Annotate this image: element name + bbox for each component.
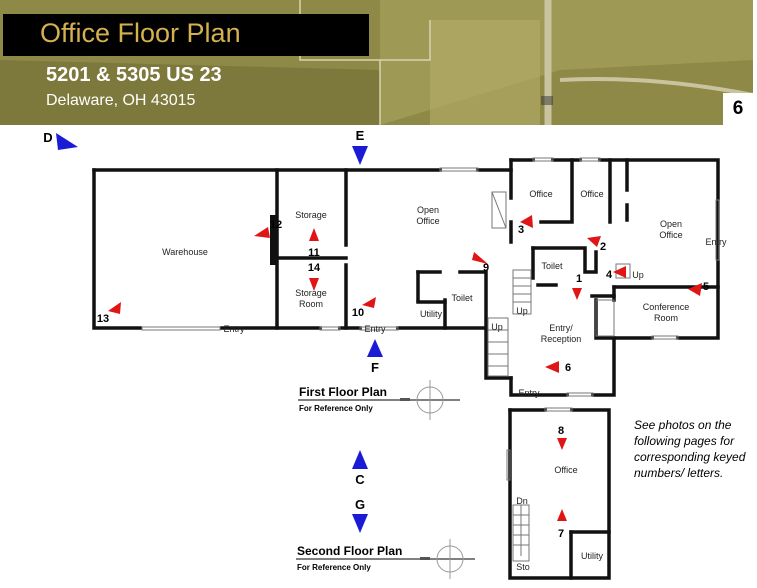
view-arrow-e [352,146,368,165]
photo-arrow-10 [362,297,376,308]
title-bar [3,14,369,56]
view-marker-e: E [356,128,365,143]
photo-arrow-4 [613,266,626,278]
room-office-a: Office [529,189,552,199]
photo-markers: 1 2 3 4 5 6 7 8 9 10 11 12 13 14 [97,215,709,540]
header-aerial-banner: Office Floor Plan 5201 & 5305 US 23 Dela… [0,0,753,125]
view-marker-c: C [355,472,365,487]
entry-label-open-office: Entry [364,324,386,334]
photo-arrow-13 [108,302,121,314]
page-title: Office Floor Plan [40,18,241,48]
stair-label-up-center: Up [516,306,528,316]
view-arrow-g [352,514,368,533]
photo-reference-note: See photos on the following pages for co… [634,418,746,480]
photo-marker-12: 12 [270,219,282,231]
photo-arrow-8 [557,438,567,450]
room-office-b: Office [580,189,603,199]
room-utility: Utility [420,309,442,319]
photo-marker-13: 13 [97,313,109,325]
view-marker-d: D [43,130,52,145]
first-floor-title: First Floor Plan [299,385,387,399]
room-entry-reception: Entry/Reception [541,323,582,344]
photo-marker-8: 8 [558,425,564,437]
second-floor-legend: Second Floor Plan For Reference Only [296,539,475,579]
photo-marker-7: 7 [558,528,564,540]
room-storage: Storage [295,210,327,220]
room-warehouse: Warehouse [162,247,208,257]
room-second-office: Office [554,465,577,475]
first-floor-legend: First Floor Plan For Reference Only [298,380,460,420]
photo-marker-10: 10 [352,307,364,319]
photo-arrow-5 [688,283,702,296]
view-markers: D E F C G [43,128,383,533]
room-second-storage: Sto [516,562,530,572]
property-city: Delaware, OH 43015 [46,92,196,109]
photo-arrow-3 [520,215,533,228]
stair-label-down: Dn [516,496,528,506]
stair-label-up-east: Up [632,270,644,280]
photo-marker-4: 4 [606,269,613,281]
view-arrow-c [352,450,368,469]
second-floor-details [506,407,573,562]
first-floor-details [141,157,720,397]
photo-marker-9: 9 [483,262,489,274]
photo-arrow-14 [309,278,319,291]
photo-marker-2: 2 [600,241,606,253]
view-arrow-f [367,339,383,357]
second-floor-subtitle: For Reference Only [297,563,371,572]
first-floor-walls [92,158,720,397]
photo-marker-14: 14 [308,262,321,274]
photo-arrow-7 [557,509,567,521]
photo-marker-1: 1 [576,273,582,285]
photo-marker-5: 5 [703,281,709,293]
entry-label-east: Entry [705,237,727,247]
photo-arrow-12 [254,227,270,238]
entry-label-reception: Entry [518,388,540,398]
second-floor-walls [508,408,611,580]
entry-labels: Entry Entry Entry Entry Up Up Up Dn [223,237,727,506]
view-arrow-d [56,133,78,150]
photo-arrow-9 [472,252,488,264]
room-toilet-a: Toilet [541,261,563,271]
view-marker-g: G [355,497,365,512]
photo-arrow-2 [587,236,601,247]
photo-marker-3: 3 [518,224,524,236]
second-floor-title: Second Floor Plan [297,544,402,558]
photo-arrow-1 [572,288,582,300]
photo-marker-6: 6 [565,362,571,374]
room-toilet-b: Toilet [451,293,473,303]
property-address: 5201 & 5305 US 23 [46,64,222,86]
photo-marker-11: 11 [308,247,320,259]
photo-arrow-11 [309,228,319,241]
photo-arrow-6 [545,361,559,373]
stair-label-up-west: Up [491,322,503,332]
first-floor-subtitle: For Reference Only [299,404,373,413]
entry-label-warehouse: Entry [223,324,245,334]
view-marker-f: F [371,360,379,375]
room-second-utility: Utility [581,551,603,561]
page-number: 6 [723,93,753,125]
